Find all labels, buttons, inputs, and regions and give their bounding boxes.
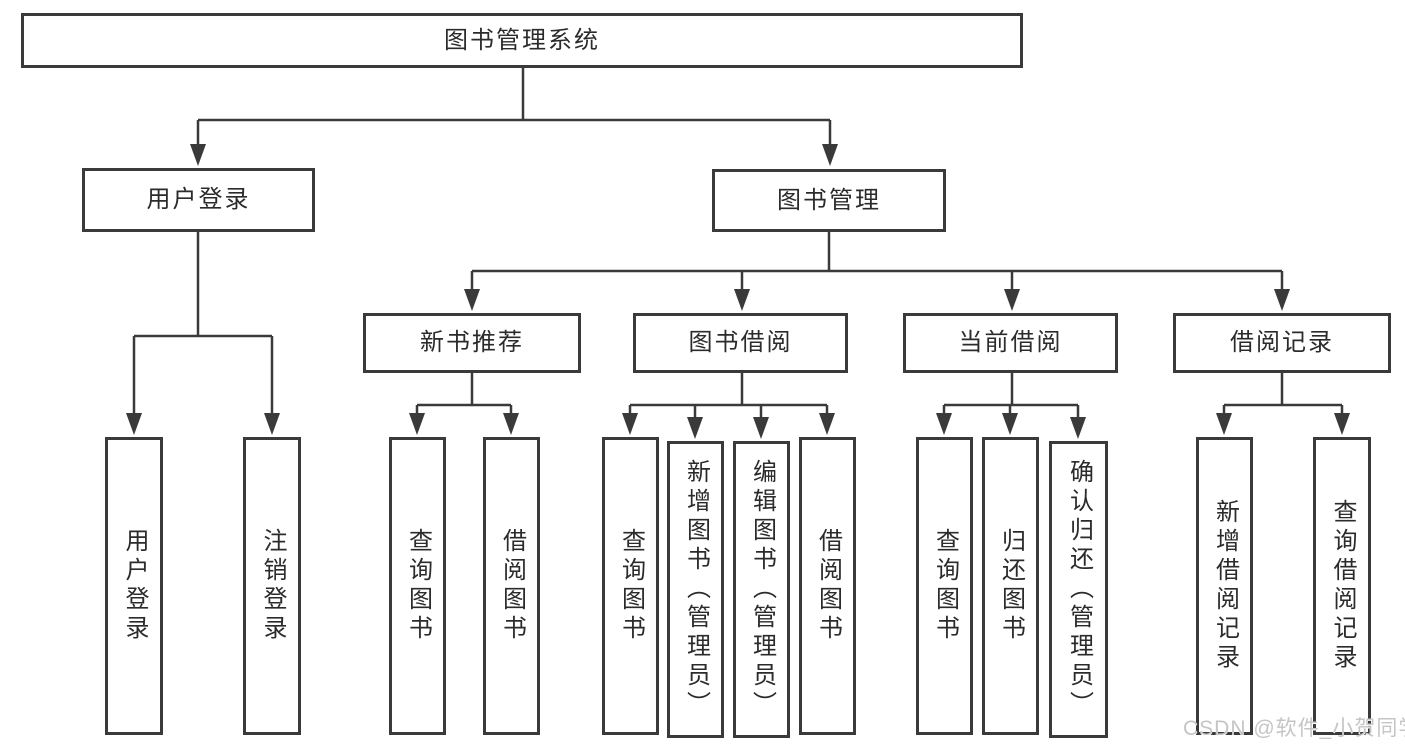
csdn-watermark: CSDN @软件_小贺同学 bbox=[1183, 717, 1405, 740]
branch-lines bbox=[132, 68, 1344, 420]
leaf-current-query: 查询图书 bbox=[916, 437, 973, 735]
leaf-newbook-borrow-label: 借阅图书 bbox=[498, 528, 526, 644]
leaf-borrow-add-admin: 新增图书（管理员） bbox=[667, 441, 724, 738]
node-user-login-label: 用户登录 bbox=[146, 186, 251, 213]
leaf-borrow-edit-admin-label: 编辑图书（管理员） bbox=[748, 459, 776, 720]
node-root-label: 图书管理系统 bbox=[444, 26, 600, 54]
node-new-book-recommend: 新书推荐 bbox=[363, 313, 581, 373]
leaf-borrow-add-admin-label: 新增图书（管理员） bbox=[682, 459, 710, 720]
leaf-query-borrow-record: 查询借阅记录 bbox=[1313, 437, 1371, 735]
node-current-borrow: 当前借阅 bbox=[903, 313, 1118, 373]
leaf-borrow-query-label: 查询图书 bbox=[617, 528, 645, 644]
leaf-newbook-query-label: 查询图书 bbox=[404, 528, 432, 644]
leaf-logout-label: 注销登录 bbox=[259, 528, 286, 644]
node-new-book-recommend-label: 新书推荐 bbox=[420, 329, 524, 356]
leaf-borrow-book-label: 借阅图书 bbox=[814, 528, 842, 644]
node-book-borrow-label: 图书借阅 bbox=[688, 329, 793, 356]
leaf-add-borrow-record-label: 新增借阅记录 bbox=[1211, 499, 1239, 673]
leaf-user-login: 用户登录 bbox=[105, 437, 163, 735]
node-book-mgmt: 图书管理 bbox=[712, 169, 946, 232]
leaf-newbook-borrow: 借阅图书 bbox=[483, 437, 540, 735]
node-user-login: 用户登录 bbox=[82, 168, 315, 232]
leaf-return-book-label: 归还图书 bbox=[997, 528, 1025, 644]
leaf-confirm-return-admin: 确认归还（管理员） bbox=[1049, 441, 1108, 738]
leaf-return-book: 归还图书 bbox=[982, 437, 1039, 735]
node-borrow-record: 借阅记录 bbox=[1173, 313, 1391, 373]
node-root: 图书管理系统 bbox=[21, 13, 1023, 68]
leaf-logout: 注销登录 bbox=[243, 437, 301, 735]
leaf-confirm-return-admin-label: 确认归还（管理员） bbox=[1065, 459, 1093, 720]
leaf-borrow-query: 查询图书 bbox=[602, 437, 659, 735]
node-book-borrow: 图书借阅 bbox=[633, 313, 848, 373]
arrowheads bbox=[126, 144, 1350, 439]
leaf-query-borrow-record-label: 查询借阅记录 bbox=[1329, 499, 1356, 673]
leaf-user-login-label: 用户登录 bbox=[121, 528, 148, 644]
leaf-add-borrow-record: 新增借阅记录 bbox=[1196, 437, 1253, 735]
leaf-borrow-edit-admin: 编辑图书（管理员） bbox=[733, 441, 790, 738]
leaf-current-query-label: 查询图书 bbox=[931, 528, 959, 644]
node-borrow-record-label: 借阅记录 bbox=[1230, 329, 1334, 356]
leaf-borrow-book: 借阅图书 bbox=[799, 437, 856, 735]
node-current-borrow-label: 当前借阅 bbox=[958, 329, 1063, 356]
leaf-newbook-query: 查询图书 bbox=[389, 437, 446, 735]
node-book-mgmt-label: 图书管理 bbox=[777, 186, 881, 214]
